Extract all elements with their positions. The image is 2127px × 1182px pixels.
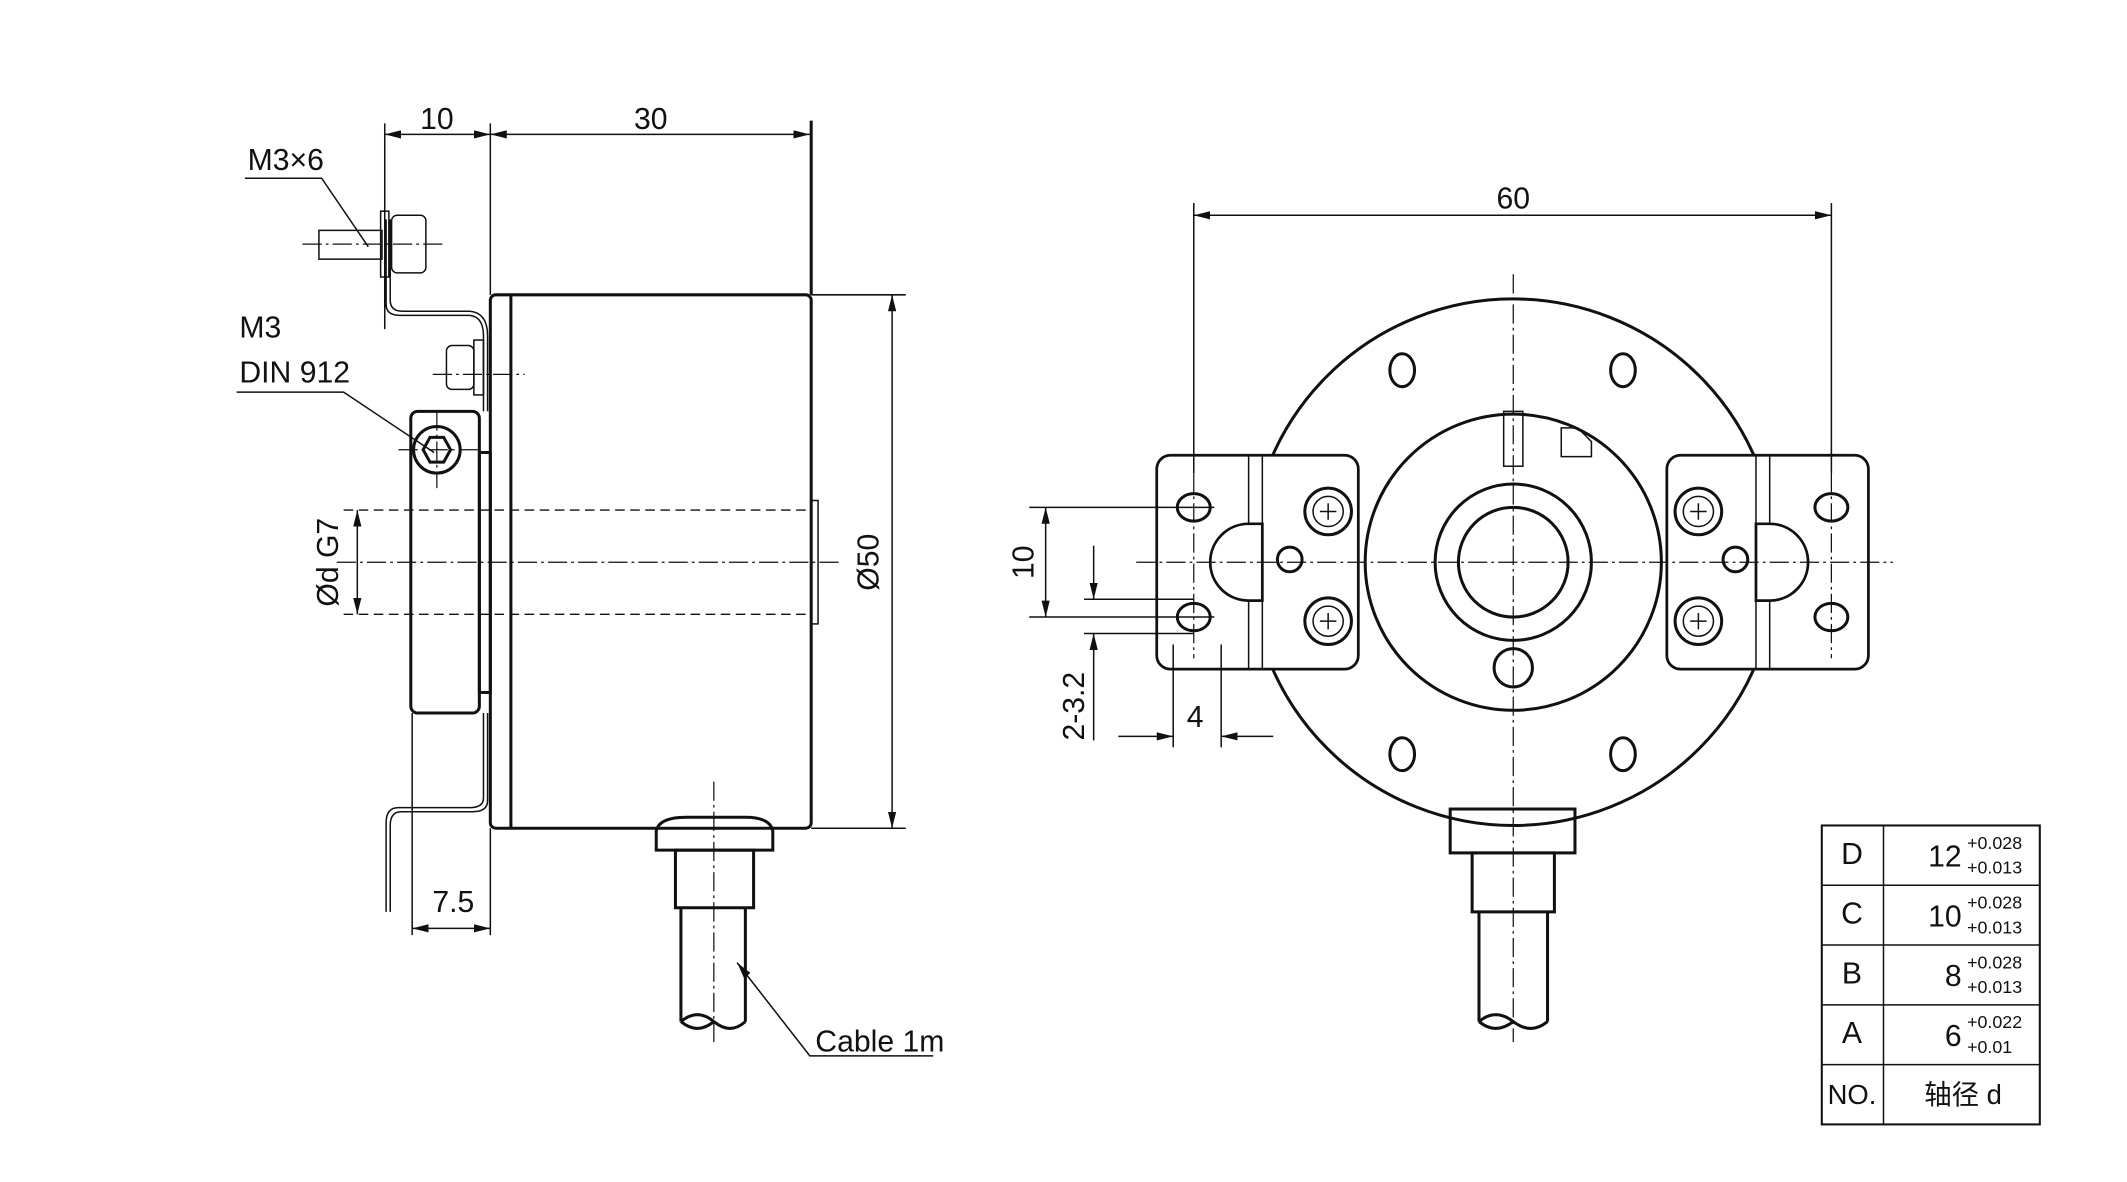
cable-label: Cable 1m xyxy=(815,1026,944,1059)
dim-bore-label: Ød G7 xyxy=(312,518,345,607)
table-cell: +0.01 xyxy=(1967,1037,2012,1057)
dim-diameter-label: Ø50 xyxy=(852,534,885,591)
table-cell: +0.013 xyxy=(1967,977,2022,997)
table-row: A 6 +0.022 +0.01 xyxy=(1842,1012,2022,1057)
front-view: 60 10 2-3.2 4 xyxy=(1007,182,1894,1043)
shaft-diameter-table: D 12 +0.028 +0.013 C 10 +0.028 +0.013 B … xyxy=(1820,824,2041,1126)
dim-body-length-label: 30 xyxy=(634,103,668,136)
dim-slot-spacing-label: 10 xyxy=(1007,545,1040,579)
cable-gland-front xyxy=(1448,807,1577,855)
table-cell: A xyxy=(1842,1017,1863,1050)
table-cell: 8 xyxy=(1945,960,1962,993)
side-view: 10 30 Ø50 Ød G7 xyxy=(236,103,944,1059)
screw-label: M3×6 xyxy=(248,144,324,177)
table-cell: B xyxy=(1842,957,1862,990)
table-cell: +0.028 xyxy=(1967,952,2022,972)
table-cell: 轴径 d xyxy=(1924,1079,2002,1110)
table-header-row: NO. 轴径 d xyxy=(1828,1079,2002,1110)
dim-bracket-offset-label: 7.5 xyxy=(432,886,474,919)
dim-slot-width-label: 4 xyxy=(1187,701,1204,734)
table-cell: +0.013 xyxy=(1967,857,2022,877)
table-cell: C xyxy=(1841,898,1863,931)
dim-width-label: 60 xyxy=(1496,182,1530,215)
table-cell: +0.013 xyxy=(1967,917,2022,937)
cable xyxy=(679,907,747,1030)
table-row: B 8 +0.028 +0.013 xyxy=(1842,952,2022,997)
table-cell: 10 xyxy=(1928,900,1962,933)
dim-holes-label: 2-3.2 xyxy=(1058,672,1091,741)
table-cell: NO. xyxy=(1828,1079,1877,1110)
table-row: C 10 +0.028 +0.013 xyxy=(1841,893,2022,938)
table-cell: 12 xyxy=(1928,841,1962,874)
table-cell: 6 xyxy=(1945,1020,1962,1053)
table-cell: D xyxy=(1841,838,1863,871)
cable-front xyxy=(1477,911,1550,1030)
table-cell: +0.028 xyxy=(1967,893,2022,913)
cable-gland xyxy=(654,815,775,852)
dim-flange-label: 10 xyxy=(420,103,454,136)
table-cell: +0.028 xyxy=(1967,833,2022,853)
table-row: D 12 +0.028 +0.013 xyxy=(1841,833,2022,878)
clamp-screw-label-1: M3 xyxy=(239,311,281,344)
clamp-screw-label-2: DIN 912 xyxy=(239,357,350,390)
encoder-body xyxy=(488,293,813,830)
m3x6-screw xyxy=(318,229,383,260)
table-cell: +0.022 xyxy=(1967,1012,2022,1032)
